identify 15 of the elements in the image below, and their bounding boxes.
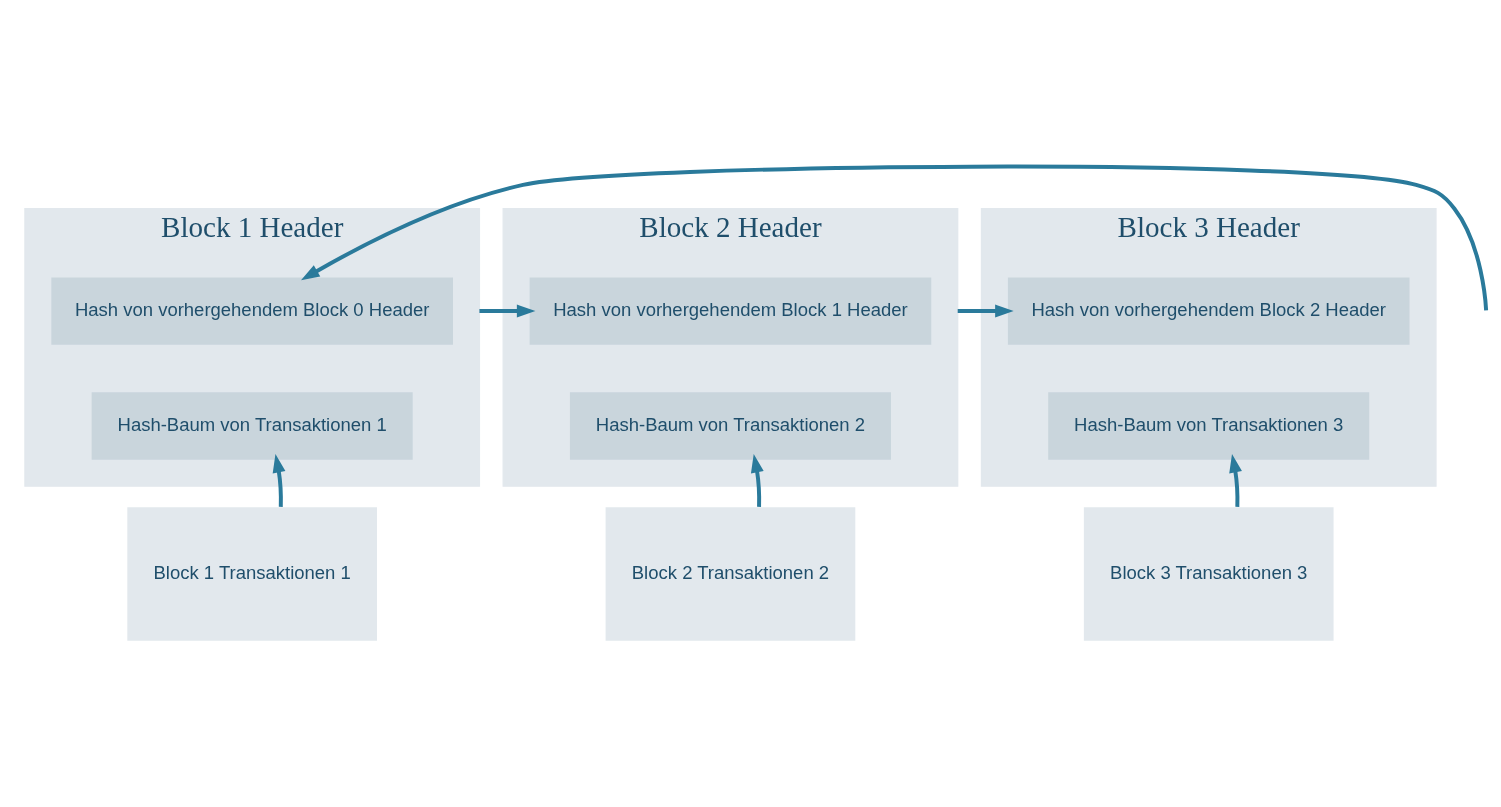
- arrow: [272, 454, 286, 507]
- node-box: Hash-Baum von Transaktionen 3: [1048, 392, 1370, 460]
- node-box: Block 1 Transaktionen 1: [127, 507, 377, 641]
- node-box: Hash von vorhergehendem Block 0 Header: [51, 277, 453, 345]
- node-box: Block 3 Transaktionen 3: [1083, 507, 1334, 641]
- node-box: Hash-Baum von Transaktionen 1: [91, 392, 413, 460]
- arrow: [301, 164, 1489, 311]
- arrow: [750, 454, 764, 507]
- arrow: [1229, 454, 1242, 507]
- arrow: [957, 304, 1014, 318]
- node-box: Hash-Baum von Transaktionen 2: [569, 392, 891, 460]
- node-box: Block 2 Transaktionen 2: [605, 507, 856, 641]
- arrow: [479, 304, 536, 318]
- node-box: Hash von vorhergehendem Block 1 Header: [529, 277, 932, 345]
- node-box: Hash von vorhergehendem Block 2 Header: [1007, 277, 1410, 345]
